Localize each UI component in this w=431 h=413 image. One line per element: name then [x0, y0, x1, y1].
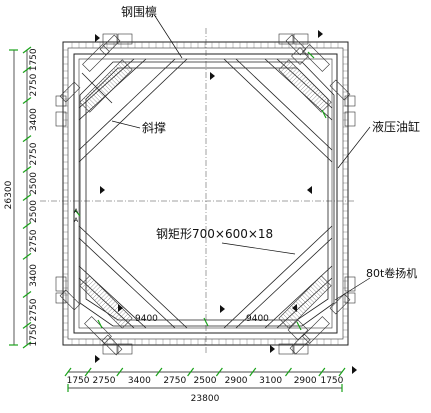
frame-inner-line	[67, 47, 344, 340]
steel-purlin-frame	[73, 53, 338, 334]
bottom-dim-tick	[64, 367, 72, 377]
diagonal-brace-bottom-right	[223, 225, 333, 329]
span-label-right: 9400	[246, 314, 269, 324]
left-dim-segment: 2500	[29, 172, 39, 195]
section-markers	[95, 30, 357, 374]
left-dim-tick	[22, 341, 32, 349]
left-dim-tick	[22, 165, 32, 173]
frame-ticks	[63, 42, 348, 345]
bottom-dim-tick	[249, 367, 257, 377]
left-dim-segment: 2750	[29, 73, 39, 96]
bottom-dim-tick	[116, 367, 124, 377]
label-hydraulic-cylinder: 液压油缸	[372, 119, 420, 134]
left-dim-tick	[22, 96, 32, 104]
corner-brace-hatching	[79, 59, 332, 329]
bottom-dim-tick	[215, 367, 223, 377]
left-dimension-chain: 1750 2750 3400 2750 2500 2500 2750 3400 2750 1750…	[4, 46, 39, 349]
label-leaders	[111, 15, 371, 301]
bottom-dim-tick	[338, 367, 346, 377]
label-diagonal-brace: 斜撑	[142, 120, 166, 135]
section-label-a2: A	[74, 217, 79, 224]
bottom-dim-segment: 2500	[194, 376, 217, 386]
left-dim-tick	[22, 46, 32, 54]
side-connection-blocks	[55, 33, 356, 355]
left-dim-segment: 2750	[29, 142, 39, 165]
left-dim-tick	[22, 291, 32, 299]
diagonal-brace-top-left	[78, 58, 188, 163]
left-dim-tick	[22, 252, 32, 260]
bottom-dim-segment: 2900	[225, 376, 248, 386]
bottom-dim-segment: 2750	[93, 376, 116, 386]
bottom-dim-tick	[187, 367, 195, 377]
bottom-dim-segment: 1750	[320, 376, 343, 386]
bottom-dim-segment: 1750	[67, 376, 90, 386]
bottom-dim-segment: 3100	[259, 376, 282, 386]
left-dim-segment: 1750	[29, 323, 39, 346]
outer-frame	[62, 41, 349, 346]
left-total-dimension: 26300	[4, 180, 14, 209]
left-dim-tick	[22, 321, 32, 329]
steel-purlin-inner-line	[78, 58, 333, 329]
octagon-ring-inner	[85, 67, 329, 321]
diagonal-brace-top-right	[223, 58, 333, 163]
label-winch: 80t卷扬机	[366, 266, 417, 280]
left-dim-tick	[22, 194, 32, 201]
span-label-left: 9400	[135, 314, 158, 324]
winch-assembly-bottom-right	[287, 293, 351, 355]
bottom-total-dimension: 23800	[191, 394, 220, 404]
bottom-dim-tick	[318, 367, 326, 377]
left-dim-segment: 3400	[29, 108, 39, 131]
section-label-a1: A	[74, 208, 79, 215]
left-dim-segment: 2500	[29, 200, 39, 223]
diagonal-brace-bottom-left	[78, 225, 188, 329]
winch-assembly-top-right	[285, 34, 351, 101]
bottom-dim-tick	[284, 367, 292, 377]
left-dim-tick	[22, 222, 32, 230]
left-dim-segment: 2750	[29, 229, 39, 252]
left-dim-segment: 1750	[29, 48, 39, 71]
left-dim-segment: 2750	[29, 298, 39, 321]
bottom-dim-segment: 2900	[294, 376, 317, 386]
left-dim-tick	[22, 135, 32, 143]
bottom-dim-segment: 3400	[128, 376, 151, 386]
bottom-dim-tick	[84, 367, 92, 377]
left-dim-segment: 3400	[29, 264, 39, 287]
label-steel-rect-section: 钢矩形700×600×18	[156, 227, 273, 241]
winch-assembly-top-left	[59, 34, 121, 103]
label-steel-purlin: 钢围檩	[121, 4, 157, 19]
octagon-ring-outer	[79, 61, 335, 327]
bottom-dim-segment: 2750	[163, 376, 186, 386]
green-markers	[74, 51, 327, 331]
bottom-dim-tick	[155, 367, 163, 377]
left-dim-tick	[22, 66, 32, 74]
